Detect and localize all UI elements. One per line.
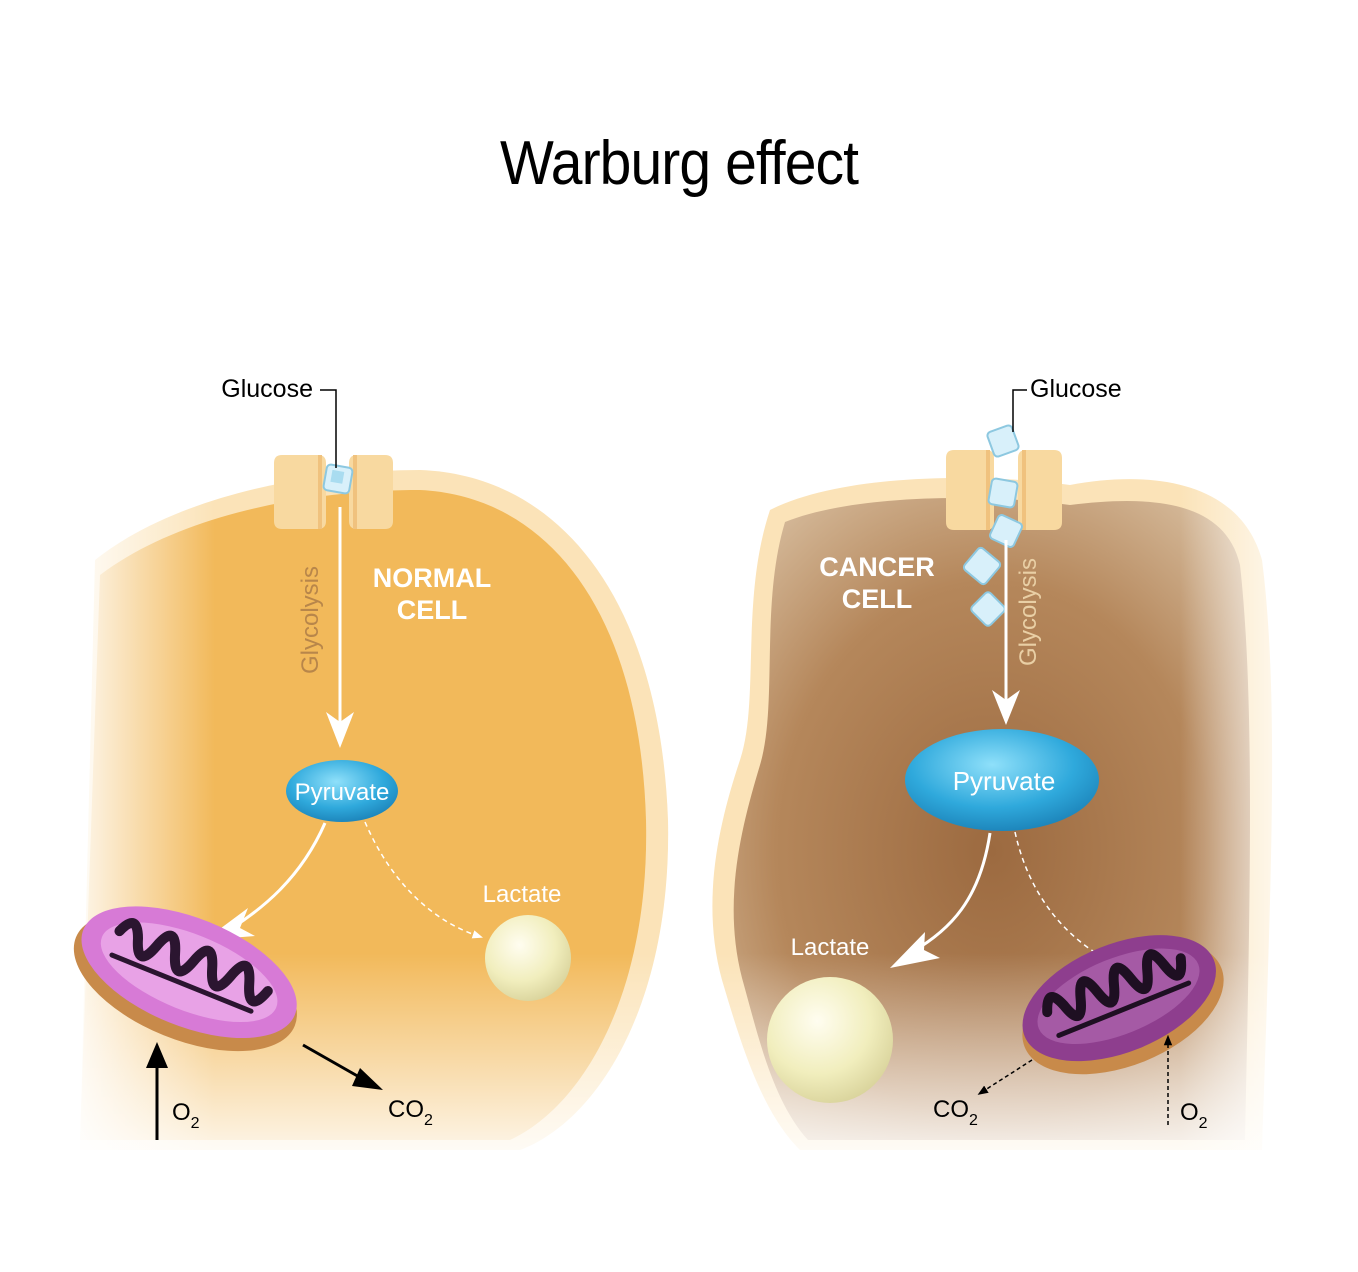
normal-glycolysis-label: Glycolysis <box>297 566 324 674</box>
diagram-title: Warburg effect <box>499 129 859 198</box>
cancer-glucose-channel <box>946 450 1062 530</box>
normal-co2-label: CO2 <box>388 1096 433 1129</box>
cancer-o2-label: O2 <box>1180 1099 1208 1132</box>
cancer-cell-label-line1: CANCER <box>819 552 935 582</box>
normal-cell-label-line1: NORMAL <box>373 563 491 593</box>
normal-cell-label-line2: CELL <box>397 595 468 625</box>
normal-glucose-cube <box>322 463 354 495</box>
cancer-glucose-label: Glucose <box>1030 375 1122 403</box>
cancer-lactate-label: Lactate <box>791 934 870 961</box>
cancer-lactate-node <box>767 977 893 1103</box>
cancer-glucose-cubes <box>962 424 1023 627</box>
cancer-glycolysis-label: Glycolysis <box>1015 558 1042 666</box>
normal-pyruvate-label: Pyruvate <box>295 779 390 806</box>
cancer-pyruvate-node <box>905 729 1099 831</box>
normal-o2-label: O2 <box>172 1099 200 1132</box>
cancer-pyruvate-label: Pyruvate <box>953 766 1056 796</box>
normal-glucose-label: Glucose <box>221 375 313 403</box>
cancer-co2-label: CO2 <box>933 1096 978 1129</box>
normal-lactate-node <box>485 915 571 1001</box>
normal-glucose-channel <box>274 455 393 529</box>
normal-pyruvate-node <box>286 760 398 822</box>
cancer-cell-label-line2: CELL <box>842 584 913 614</box>
cancer-mitochondrion <box>1022 935 1224 1075</box>
normal-lactate-label: Lactate <box>483 881 562 908</box>
normal-mitochondrion <box>73 906 297 1052</box>
